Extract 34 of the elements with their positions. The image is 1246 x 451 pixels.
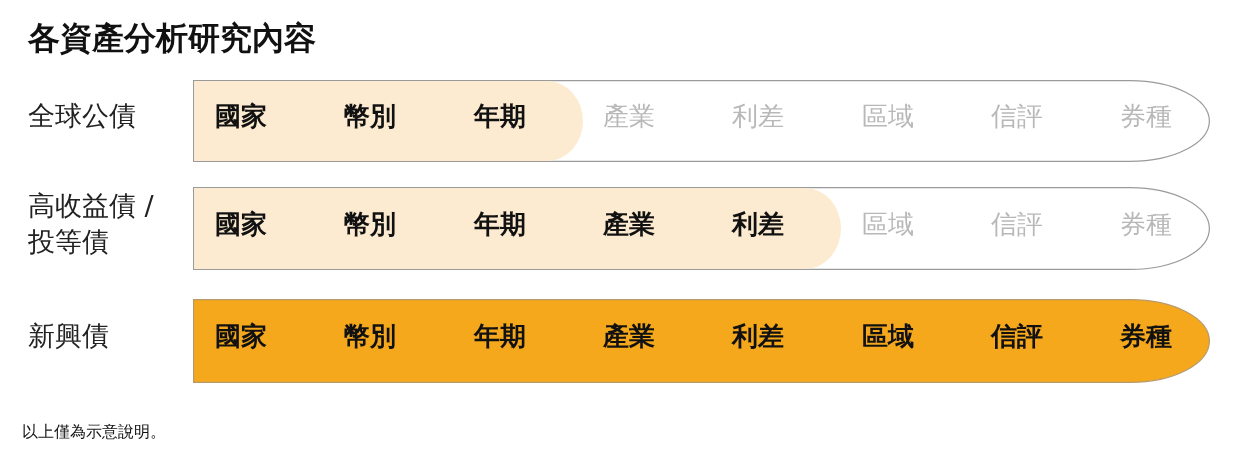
category-label: 國家 [215,100,267,132]
category-label: 券種 [1120,100,1173,132]
category-label: 利差 [732,207,785,240]
category-label: 券種 [1120,207,1173,240]
category-label: 區域 [861,207,914,240]
row-label: 新興債 [28,319,109,353]
source-note: 以上僅為示意說明。 [22,421,166,443]
row-label: 全球公債 [28,99,136,133]
category-label: 產業 [602,320,655,352]
category-label: 信評 [990,320,1043,352]
rounded-bar [193,299,1210,383]
category-label: 信評 [990,100,1043,132]
category-label: 券種 [1120,320,1173,352]
highlight-band [194,188,841,269]
category-label: 利差 [732,100,785,132]
category-label: 幣別 [344,207,397,240]
category-label: 年期 [473,100,526,132]
highlight-band [194,81,583,161]
category-label: 產業 [602,100,655,132]
category-label: 年期 [473,320,526,352]
category-label: 區域 [861,100,914,132]
row-label: 高收益債 / 投等債 [28,188,155,259]
category-label: 利差 [732,320,785,352]
category-label: 信評 [990,207,1043,240]
category-label: 幣別 [344,320,397,352]
category-label: 國家 [215,320,267,352]
rounded-bar [193,80,1210,162]
category-label: 國家 [215,207,267,240]
chart-title: 各資產分析研究內容 [28,18,316,59]
category-label: 幣別 [344,100,397,132]
rounded-bar [193,187,1210,270]
category-label: 區域 [861,320,914,352]
category-label: 產業 [602,207,655,240]
category-label: 年期 [473,207,526,240]
